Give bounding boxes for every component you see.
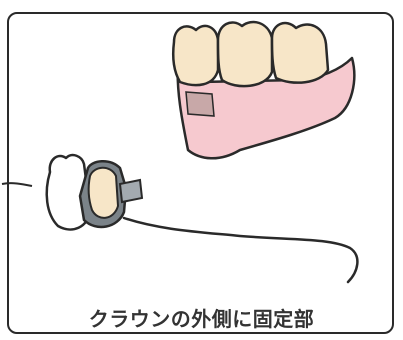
caption-text: クラウンの外側に固定部: [0, 303, 403, 332]
denture-tooth-3: [272, 23, 328, 83]
crown: [89, 168, 118, 218]
denture-icon: [173, 22, 354, 158]
denture-tooth-2: [218, 22, 272, 86]
clasp-arm: [120, 180, 142, 202]
wire: [124, 218, 357, 282]
gum-line-left: [2, 183, 32, 186]
denture-clasp-patch: [186, 92, 214, 116]
denture-tooth-1: [173, 26, 218, 85]
abutment-icon: [2, 155, 357, 282]
